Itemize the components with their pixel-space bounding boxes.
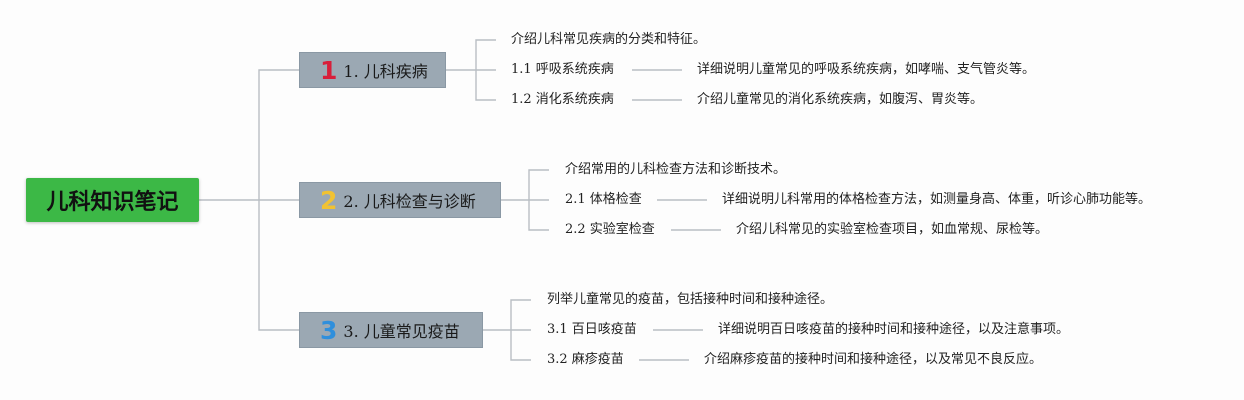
root-label: 儿科知识笔记 xyxy=(46,190,179,215)
branch-3-intro: 列举儿童常见的疫苗，包括接种时间和接种途径。 xyxy=(547,292,834,307)
subtopic-2-1[interactable]: 2.1 体格检查 xyxy=(565,192,642,207)
subtopic-1-2[interactable]: 1.2 消化系统疾病 xyxy=(511,92,614,107)
subtopic-2-1-desc: 详细说明儿科常用的体格检查方法，如测量身高、体重，听诊心肺功能等。 xyxy=(722,192,1152,207)
branch-label: 1. 儿科疾病 xyxy=(343,62,428,81)
subtopic-3-1[interactable]: 3.1 百日咳疫苗 xyxy=(547,322,637,337)
subtopic-3-2-desc: 介绍麻疹疫苗的接种时间和接种途径，以及常见不良反应。 xyxy=(704,352,1043,367)
subtopic-2-2-desc: 介绍儿科常见的实验室检查项目，如血常规、尿检等。 xyxy=(736,222,1049,237)
subtopic-1-1[interactable]: 1.1 呼吸系统疾病 xyxy=(511,62,614,77)
subtopic-3-2[interactable]: 3.2 麻疹疫苗 xyxy=(547,352,624,367)
branch-1-intro: 介绍儿科常见疾病的分类和特征。 xyxy=(511,32,707,47)
branch-label: 3. 儿童常见疫苗 xyxy=(343,322,460,341)
number-3-icon: 3 xyxy=(320,315,338,345)
subtopic-1-2-desc: 介绍儿童常见的消化系统疾病，如腹泻、胃炎等。 xyxy=(697,92,984,107)
root-node[interactable]: 儿科知识笔记 xyxy=(26,178,199,222)
number-2-icon: 2 xyxy=(320,185,338,215)
subtopic-1-1-desc: 详细说明儿童常见的呼吸系统疾病，如哮喘、支气管炎等。 xyxy=(697,62,1036,77)
number-1-icon: 1 xyxy=(320,55,338,85)
branch-node-3[interactable]: 3 3. 儿童常见疫苗 xyxy=(299,312,483,348)
branch-node-1[interactable]: 1 1. 儿科疾病 xyxy=(299,52,446,88)
branch-node-2[interactable]: 2 2. 儿科检查与诊断 xyxy=(299,182,501,218)
subtopic-3-1-desc: 详细说明百日咳疫苗的接种时间和接种途径，以及注意事项。 xyxy=(718,322,1070,337)
branch-2-intro: 介绍常用的儿科检查方法和诊断技术。 xyxy=(565,162,787,177)
subtopic-2-2[interactable]: 2.2 实验室检查 xyxy=(565,222,655,237)
branch-label: 2. 儿科检查与诊断 xyxy=(343,192,476,211)
